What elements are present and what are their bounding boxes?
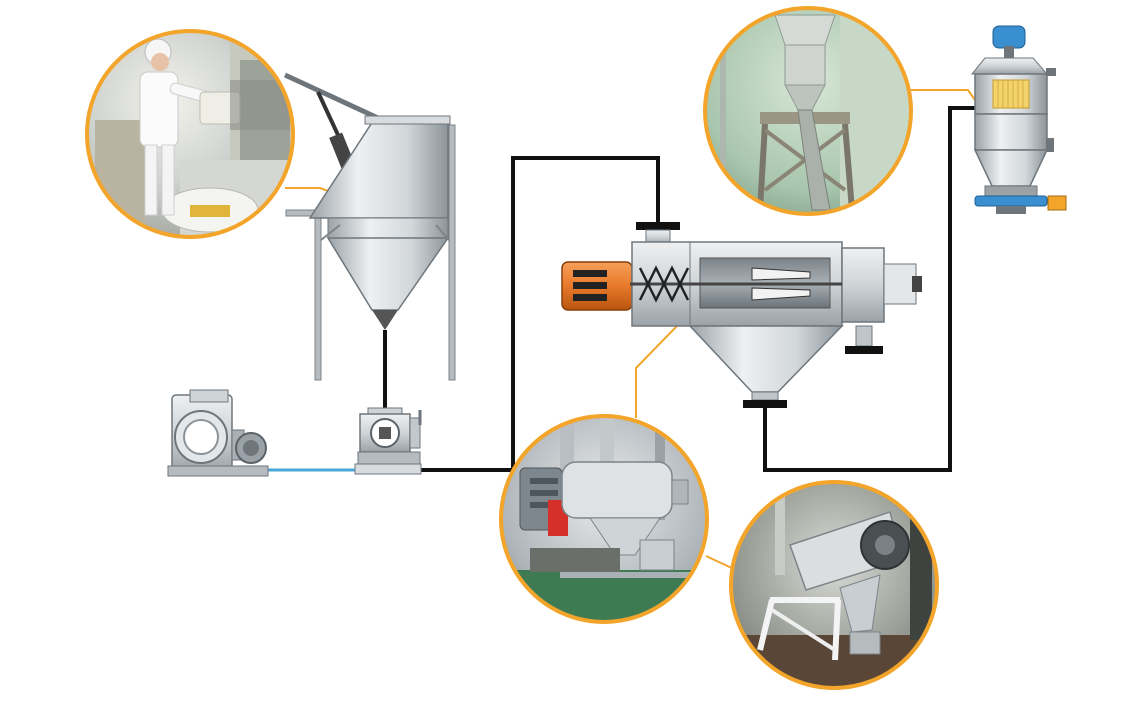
photo-sifter-installation — [729, 480, 939, 690]
conveying-pipe-network — [383, 106, 978, 472]
sifter-photo-icon — [501, 416, 707, 622]
conveying-line-to-sifter — [420, 156, 660, 472]
bag-dump-hopper-icon — [283, 72, 456, 381]
photo-sifter-unit — [499, 414, 709, 624]
centrifugal-sifter-icon — [561, 222, 922, 408]
callout-line-cyclone — [911, 89, 976, 101]
blower-icon — [167, 389, 269, 477]
sifter-installed-photo-icon — [731, 482, 937, 688]
photo-cyclone-installation — [703, 6, 913, 216]
rotary-valve-icon — [354, 407, 422, 475]
photo-operator-bag-dump — [85, 29, 295, 239]
conveying-line-to-cyclone — [763, 106, 978, 472]
operator-photo-icon — [87, 31, 293, 237]
cyclone-receiver-icon — [970, 25, 1067, 214]
cyclone-photo-icon — [705, 8, 911, 214]
